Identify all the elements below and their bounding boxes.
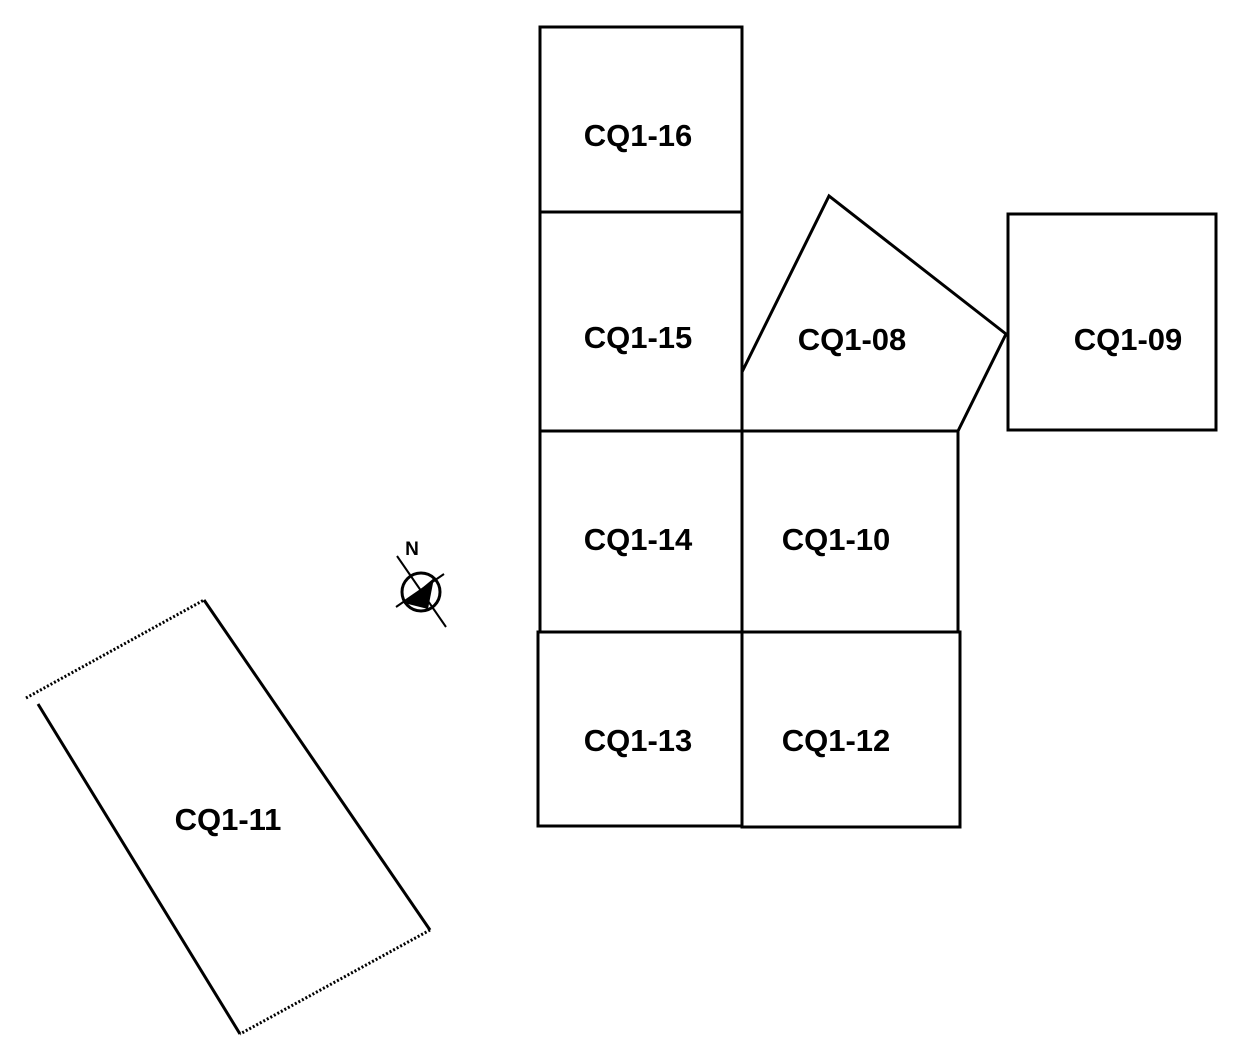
- plot-label: CQ1-12: [782, 723, 891, 758]
- plot-label: CQ1-15: [584, 320, 693, 355]
- plot-boundary: [1006, 212, 1218, 432]
- plot-label: CQ1-10: [782, 522, 891, 557]
- plot-cq1-09: CQ1-09: [1006, 212, 1218, 432]
- plot-cq1-15: CQ1-15: [538, 210, 744, 433]
- plot-cq1-16: CQ1-16: [538, 25, 744, 214]
- plot-label: CQ1-14: [584, 522, 693, 557]
- plot-boundary: [740, 193, 1008, 433]
- north-label: N: [405, 539, 419, 560]
- plot-cq1-11: CQ1-11: [25, 598, 432, 1036]
- plot-boundary: [740, 630, 962, 829]
- plot-label: CQ1-11: [175, 802, 282, 837]
- plot-cq1-08: CQ1-08: [740, 193, 1008, 433]
- plot-label: CQ1-08: [798, 322, 907, 357]
- plot-label: CQ1-13: [584, 723, 693, 758]
- plot-boundary-bottom: [239, 928, 431, 1036]
- plot-label: CQ1-16: [584, 118, 693, 153]
- plot-boundary-left: [36, 703, 242, 1035]
- north-arrow-icon: N: [395, 539, 447, 628]
- plot-cq1-14: CQ1-14: [538, 429, 744, 634]
- plot-cq1-10: CQ1-10: [740, 429, 960, 634]
- plot-cq1-13: CQ1-13: [536, 630, 744, 828]
- plot-label: CQ1-09: [1074, 322, 1183, 357]
- plot-cq1-12: CQ1-12: [740, 630, 962, 829]
- plot-boundary-right: [202, 599, 432, 931]
- plot-boundary-top: [25, 598, 205, 700]
